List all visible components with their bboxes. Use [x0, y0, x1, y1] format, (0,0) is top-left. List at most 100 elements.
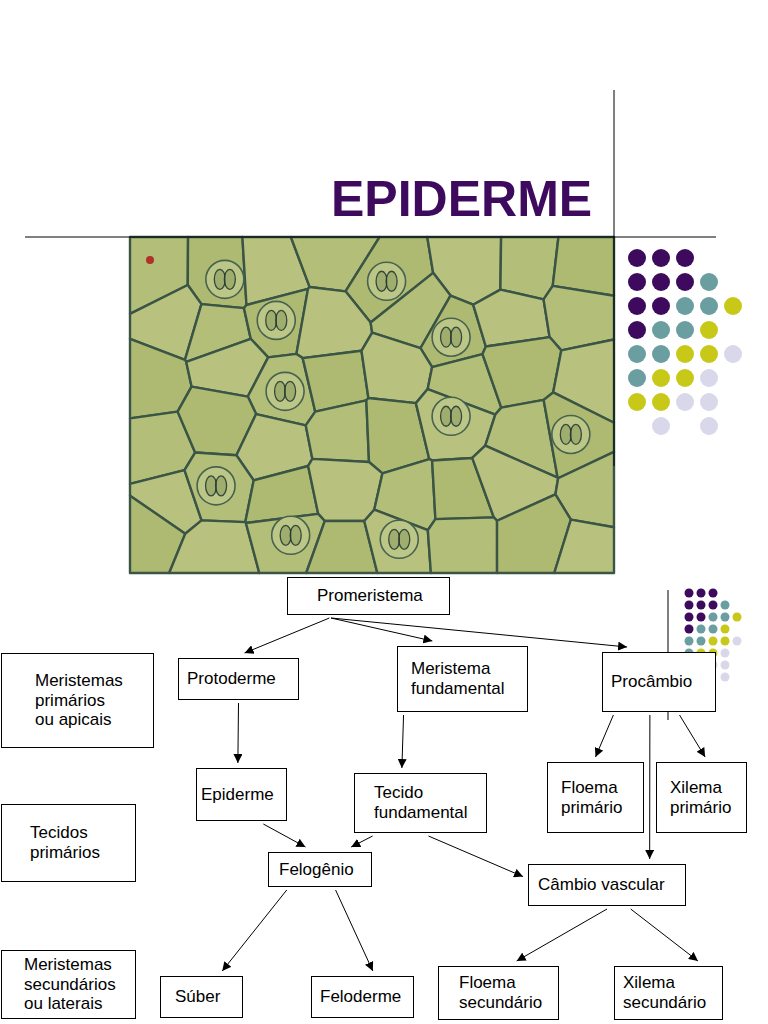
dot: [697, 601, 706, 610]
dot: [676, 249, 694, 267]
box-text: Feloderme: [320, 987, 401, 1007]
dot: [733, 613, 742, 622]
dot: [628, 273, 646, 291]
box-text: Súber: [175, 987, 220, 1007]
dot: [628, 321, 646, 339]
dot: [721, 637, 730, 646]
dot: [709, 637, 718, 646]
process-box: Meristemas secundários ou laterais: [1, 950, 136, 1019]
flow-arrow: [428, 836, 523, 877]
epidermal-cell: [169, 520, 259, 573]
subsidiary-cell: [266, 372, 304, 410]
dot: [697, 625, 706, 634]
guard-cell: [451, 327, 462, 347]
stoma: [206, 260, 244, 298]
box-text: Procâmbio: [611, 672, 692, 692]
flow-arrow: [649, 715, 650, 859]
photo-ground: [130, 237, 614, 573]
stoma-pore: [450, 410, 451, 422]
dot: [700, 321, 718, 339]
dot: [628, 249, 646, 267]
page-title: EPIDERME: [331, 174, 592, 224]
dot: [652, 297, 670, 315]
subsidiary-cell: [368, 262, 406, 300]
flow-arrow: [402, 715, 404, 768]
box-text: Meristemas secundários ou laterais: [24, 955, 124, 1014]
flow-arrow: [331, 618, 627, 647]
dot: [685, 589, 694, 598]
subsidiary-cell: [272, 516, 310, 554]
box-text: Xilema primário: [670, 778, 742, 817]
stoma-pore: [399, 533, 400, 545]
flow-arrow: [237, 703, 239, 763]
dot: [628, 345, 646, 363]
stoma: [257, 301, 295, 339]
dot: [697, 613, 706, 622]
box-text: Meristemas primários ou apicais: [35, 671, 126, 730]
dot: [709, 601, 718, 610]
dot: [628, 369, 646, 387]
guard-cell: [451, 406, 462, 426]
dot: [709, 613, 718, 622]
box-text: Meristema fundamental: [411, 659, 521, 698]
box-text: Felogênio: [279, 860, 354, 880]
stoma-pore: [215, 480, 216, 492]
flow-arrow: [331, 618, 432, 641]
photo-speck: [146, 256, 154, 264]
process-box: Floema secundário: [438, 966, 559, 1020]
dot: [676, 273, 694, 291]
process-box: Protoderme: [178, 658, 299, 700]
dot: [628, 297, 646, 315]
subsidiary-cell: [432, 397, 470, 435]
box-text: Floema primário: [561, 778, 639, 817]
subsidiary-cell: [432, 318, 470, 356]
guard-cell: [224, 269, 235, 289]
stoma-pore: [284, 385, 285, 397]
stoma-pore: [290, 529, 291, 541]
stoma-pore: [570, 428, 571, 440]
stoma: [197, 467, 235, 505]
process-box: Súber: [160, 976, 243, 1018]
epidermal-cell: [296, 287, 372, 358]
flow-arrow: [351, 836, 372, 847]
epidermal-cell: [364, 510, 431, 573]
dot: [652, 417, 670, 435]
box-text: Tecido fundamental: [374, 783, 482, 822]
dot: [652, 273, 670, 291]
stoma: [272, 516, 310, 554]
stoma: [432, 318, 470, 356]
flow-arrow: [631, 909, 698, 961]
frame-line: [614, 90, 615, 466]
box-text: Câmbio vascular: [538, 875, 665, 895]
flow-arrow: [245, 618, 330, 653]
box-text: Epiderme: [201, 785, 274, 805]
dot: [676, 321, 694, 339]
dot: [652, 369, 670, 387]
stoma: [368, 262, 406, 300]
subsidiary-cell: [552, 415, 590, 453]
epidermal-cell: [306, 400, 369, 462]
guard-cell: [399, 529, 410, 549]
stoma-pore: [224, 273, 225, 285]
dot: [685, 637, 694, 646]
process-box: Procâmbio: [602, 652, 716, 712]
process-box: Câmbio vascular: [528, 864, 686, 906]
stoma-pore: [450, 331, 451, 343]
flow-arrow: [336, 890, 373, 971]
guard-cell: [560, 424, 571, 444]
subsidiary-cell: [257, 301, 295, 339]
process-box: Xilema secundário: [614, 966, 723, 1020]
dot: [709, 589, 718, 598]
flow-arrow: [680, 715, 706, 757]
dot: [652, 321, 670, 339]
guard-cell: [216, 476, 227, 496]
box-text: Promeristema: [317, 586, 423, 606]
dot: [724, 345, 742, 363]
flow-arrow: [596, 715, 614, 757]
stoma: [432, 397, 470, 435]
dot: [676, 297, 694, 315]
dot: [721, 661, 730, 670]
dot: [721, 625, 730, 634]
guard-cell: [386, 271, 397, 291]
dot: [700, 273, 718, 291]
